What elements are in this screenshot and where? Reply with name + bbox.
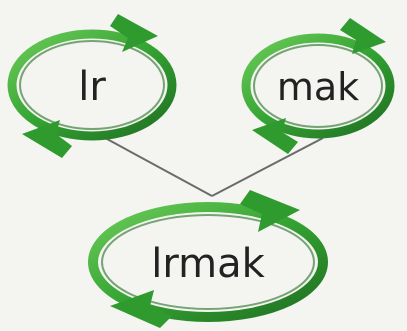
arrowhead-icon <box>110 290 172 328</box>
connector-line-mak-to-lrmak <box>211 137 324 197</box>
node-label-mak: mak <box>277 65 359 109</box>
arrowhead-icon <box>110 14 158 52</box>
cycle-ring-mak: mak <box>241 18 395 154</box>
cycle-ring-lr: lr <box>7 14 177 158</box>
arrowhead-icon <box>252 118 298 154</box>
node-label-lr: lr <box>78 64 106 110</box>
node-label-lrmak: lrmak <box>151 241 265 287</box>
arrowhead-icon <box>240 190 300 232</box>
arrowhead-icon <box>22 120 72 158</box>
cycle-ring-lrmak: lrmak <box>88 190 328 328</box>
arrowhead-icon <box>340 18 386 54</box>
connector-line-lr-to-lrmak <box>95 132 213 197</box>
